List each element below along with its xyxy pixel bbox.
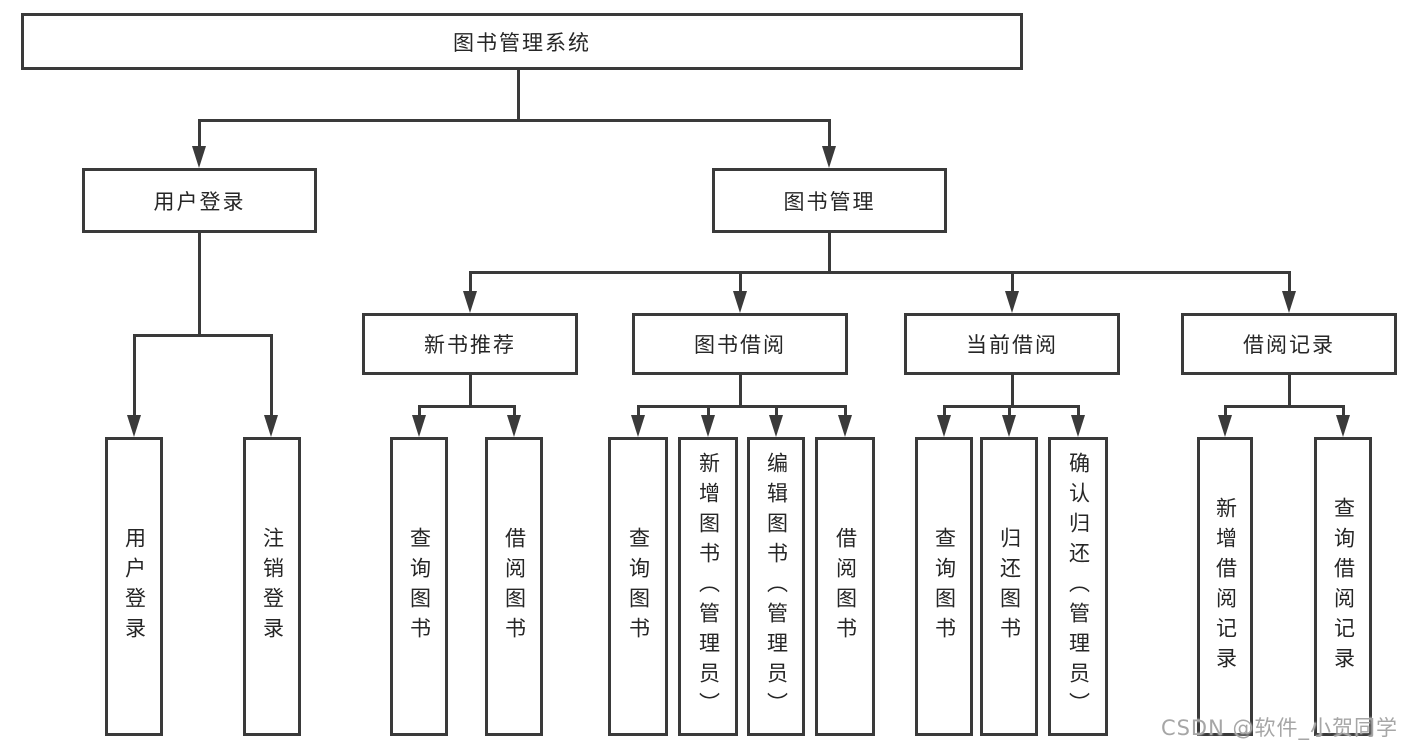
connector-branch: [197, 118, 831, 122]
node-add-book-admin-label: 新增图书（管理员）: [696, 451, 721, 722]
connector-stem: [468, 375, 472, 408]
node-return-book-label: 归还图书: [997, 526, 1022, 647]
watermark: CSDN @软件_小贺同学: [1160, 716, 1398, 740]
node-borrowing-records: 借阅记录: [1181, 313, 1397, 375]
node-logout: 注销登录: [243, 437, 301, 736]
node-confirm-return-admin-label: 确认归还（管理员）: [1066, 451, 1091, 722]
connector-stem: [1010, 375, 1014, 408]
arrow-down-icon: [1336, 415, 1350, 437]
node-borrowing-records-label: 借阅记录: [1243, 333, 1335, 357]
connector-drop: [827, 120, 831, 157]
node-add-book-admin: 新增图书（管理员）: [678, 437, 738, 736]
node-title-label: 图书管理系统: [453, 30, 591, 55]
arrow-down-icon: [192, 146, 206, 168]
node-book-borrowing-label: 图书借阅: [694, 333, 786, 357]
node-query-books-3: 查询图书: [915, 437, 973, 736]
arrow-down-icon: [733, 291, 747, 313]
node-borrow-book-2: 借阅图书: [815, 437, 875, 736]
arrow-down-icon: [463, 291, 477, 313]
node-add-borrow-record-label: 新增借阅记录: [1213, 496, 1238, 677]
node-current-borrowing-label: 当前借阅: [966, 333, 1058, 357]
node-query-borrow-record-label: 查询借阅记录: [1331, 496, 1356, 677]
node-query-borrow-record: 查询借阅记录: [1314, 437, 1372, 736]
node-borrow-book-1-label: 借阅图书: [502, 526, 527, 647]
arrow-down-icon: [412, 415, 426, 437]
connector-drop: [738, 272, 742, 302]
connector-drop: [1287, 272, 1291, 302]
connector-branch: [417, 404, 516, 408]
connector-branch: [468, 270, 1291, 274]
node-query-books-2-label: 查询图书: [626, 526, 651, 647]
connector-stem: [197, 233, 201, 337]
connector-drop: [269, 335, 273, 426]
node-query-books-3-label: 查询图书: [932, 526, 957, 647]
arrow-down-icon: [1071, 415, 1085, 437]
node-edit-book-admin-label: 编辑图书（管理员）: [764, 451, 789, 722]
node-confirm-return-admin: 确认归还（管理员）: [1048, 437, 1108, 736]
arrow-down-icon: [1282, 291, 1296, 313]
connector-branch: [132, 333, 273, 337]
connector-stem: [738, 375, 742, 408]
node-query-books-1-label: 查询图书: [407, 526, 432, 647]
connector-drop: [468, 272, 472, 302]
arrow-down-icon: [1002, 415, 1016, 437]
arrow-down-icon: [701, 415, 715, 437]
arrow-down-icon: [1005, 291, 1019, 313]
node-book-management: 图书管理: [712, 168, 947, 233]
connector-branch: [636, 404, 847, 408]
node-book-management-label: 图书管理: [783, 189, 876, 214]
node-borrow-book-2-label: 借阅图书: [833, 526, 858, 647]
node-current-borrowing: 当前借阅: [904, 313, 1120, 375]
node-user-login: 用户登录: [82, 168, 317, 233]
arrow-down-icon: [769, 415, 783, 437]
connector-branch: [942, 404, 1080, 408]
arrow-down-icon: [507, 415, 521, 437]
arrow-down-icon: [631, 415, 645, 437]
node-return-book: 归还图书: [980, 437, 1038, 736]
node-new-book-recommend-label: 新书推荐: [424, 333, 516, 357]
node-logout-label: 注销登录: [260, 526, 285, 647]
connector-stem: [827, 233, 831, 274]
node-query-books-1: 查询图书: [390, 437, 448, 736]
node-query-books-2: 查询图书: [608, 437, 668, 736]
node-user-login-leaf-label: 用户登录: [122, 526, 147, 647]
connector-branch: [1223, 404, 1345, 408]
arrow-down-icon: [264, 415, 278, 437]
connector-stem: [1287, 375, 1291, 408]
connector-drop: [1010, 272, 1014, 302]
connector-stem: [516, 70, 520, 122]
arrow-down-icon: [1218, 415, 1232, 437]
node-book-borrowing: 图书借阅: [632, 313, 848, 375]
connector-drop: [197, 120, 201, 157]
node-user-login-leaf: 用户登录: [105, 437, 163, 736]
connector-drop: [132, 335, 136, 426]
node-add-borrow-record: 新增借阅记录: [1197, 437, 1253, 736]
arrow-down-icon: [838, 415, 852, 437]
node-title: 图书管理系统: [21, 13, 1023, 70]
arrow-down-icon: [937, 415, 951, 437]
arrow-down-icon: [127, 415, 141, 437]
node-edit-book-admin: 编辑图书（管理员）: [747, 437, 805, 736]
node-user-login-label: 用户登录: [153, 189, 246, 214]
arrow-down-icon: [822, 146, 836, 168]
node-borrow-book-1: 借阅图书: [485, 437, 543, 736]
node-new-book-recommend: 新书推荐: [362, 313, 578, 375]
